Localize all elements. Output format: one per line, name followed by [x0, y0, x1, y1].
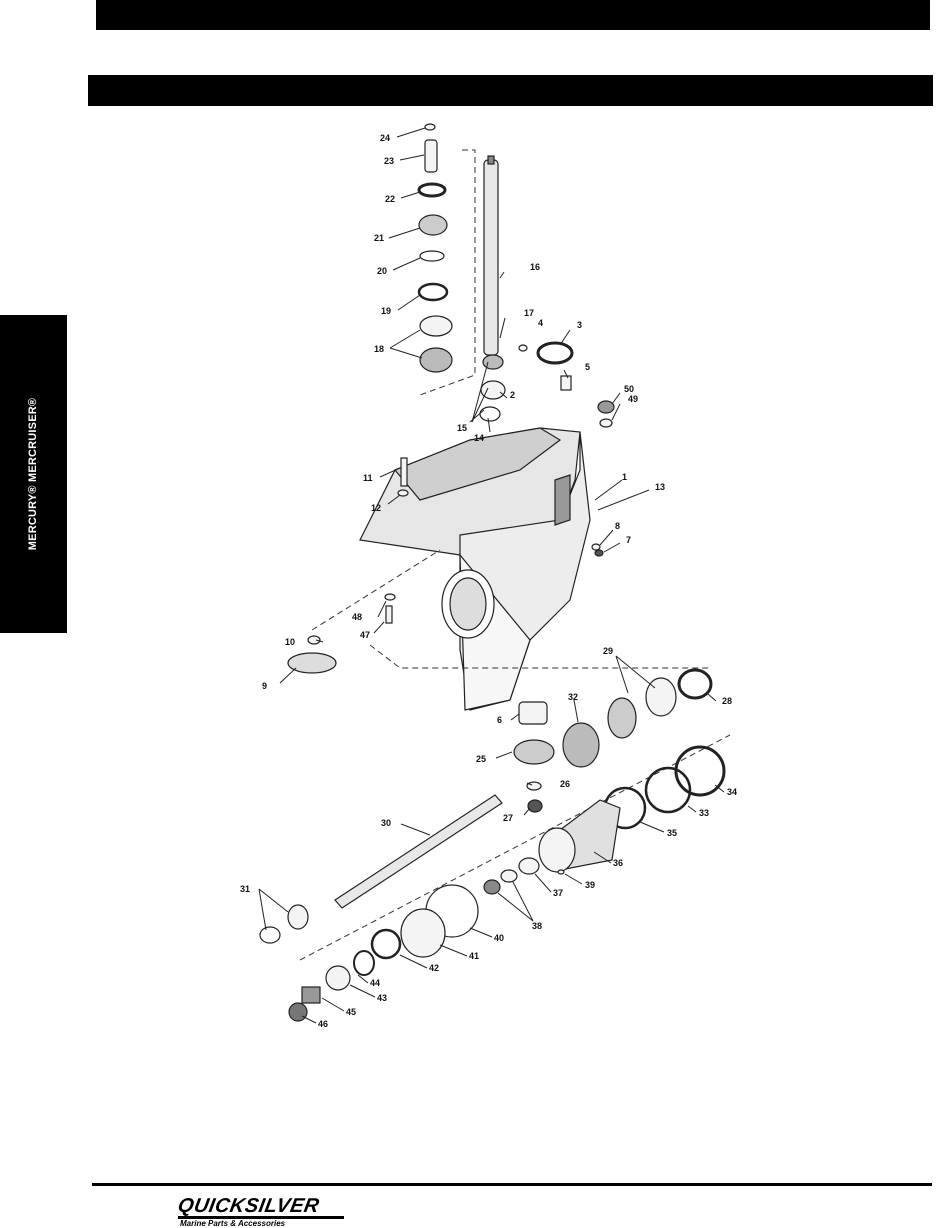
callout-10: 10 [285, 637, 295, 647]
quicksilver-logo: QUICKSILVER Marine Parts & Accessories [176, 1195, 348, 1228]
callout-leaders [258, 127, 725, 1024]
callout-25: 25 [476, 754, 486, 764]
callout-29: 29 [603, 646, 613, 656]
callout-31: 31 [240, 884, 250, 894]
callout-16: 16 [530, 262, 540, 272]
callout-4: 4 [538, 318, 543, 328]
callout-1: 1 [622, 472, 627, 482]
callout-8: 8 [615, 521, 620, 531]
callout-22: 22 [385, 194, 395, 204]
callout-6: 6 [497, 715, 502, 725]
assembly-leaders [299, 149, 731, 961]
callout-12: 12 [371, 503, 381, 513]
side-tab [0, 315, 67, 633]
callout-34: 34 [727, 787, 737, 797]
callout-37: 37 [553, 888, 563, 898]
logo-tagline: Marine Parts & Accessories [180, 1219, 286, 1228]
section-title-bar [88, 75, 933, 106]
callout-7: 7 [626, 535, 631, 545]
components [259, 123, 726, 1022]
callout-26: 26 [560, 779, 570, 789]
callout-36: 36 [613, 858, 623, 868]
driveshaft [483, 155, 499, 356]
callout-9: 9 [262, 681, 267, 691]
callout-45: 45 [346, 1007, 356, 1017]
callout-28: 28 [722, 696, 732, 706]
propeller-shaft [334, 794, 503, 909]
callout-3: 3 [577, 320, 582, 330]
callout-47: 47 [360, 630, 370, 640]
callout-44: 44 [370, 978, 380, 988]
logo-wordmark: QUICKSILVER [176, 1195, 322, 1217]
logo-underline [178, 1216, 344, 1219]
callout-40: 40 [494, 933, 504, 943]
header-bar [96, 0, 930, 30]
callout-17: 17 [524, 308, 534, 318]
callout-50: 50 [624, 384, 634, 394]
callout-20: 20 [377, 266, 387, 276]
callout-21: 21 [374, 233, 384, 243]
callout-39: 39 [585, 880, 595, 890]
callout-24: 24 [380, 133, 390, 143]
footer-rule [92, 1183, 932, 1186]
callout-30: 30 [381, 818, 391, 828]
callout-48: 48 [352, 612, 362, 622]
callout-5: 5 [585, 362, 590, 372]
callout-49: 49 [628, 394, 638, 404]
callout-2: 2 [510, 390, 515, 400]
callout-27: 27 [503, 813, 513, 823]
callout-18: 18 [374, 344, 384, 354]
callout-13: 13 [655, 482, 665, 492]
callout-43: 43 [377, 993, 387, 1003]
callout-33: 33 [699, 808, 709, 818]
callout-14: 14 [474, 433, 484, 443]
gearcase-housing [359, 427, 591, 711]
callout-46: 46 [318, 1019, 328, 1029]
callout-23: 23 [384, 156, 394, 166]
callout-labels: 24 23 22 21 20 19 18 16 17 4 3 5 2 15 14… [240, 133, 737, 1029]
callout-35: 35 [667, 828, 677, 838]
callout-42: 42 [429, 963, 439, 973]
callout-15: 15 [457, 423, 467, 433]
callout-32: 32 [568, 692, 578, 702]
callout-19: 19 [381, 306, 391, 316]
callout-41: 41 [469, 951, 479, 961]
callout-38: 38 [532, 921, 542, 931]
callout-11: 11 [363, 473, 373, 483]
